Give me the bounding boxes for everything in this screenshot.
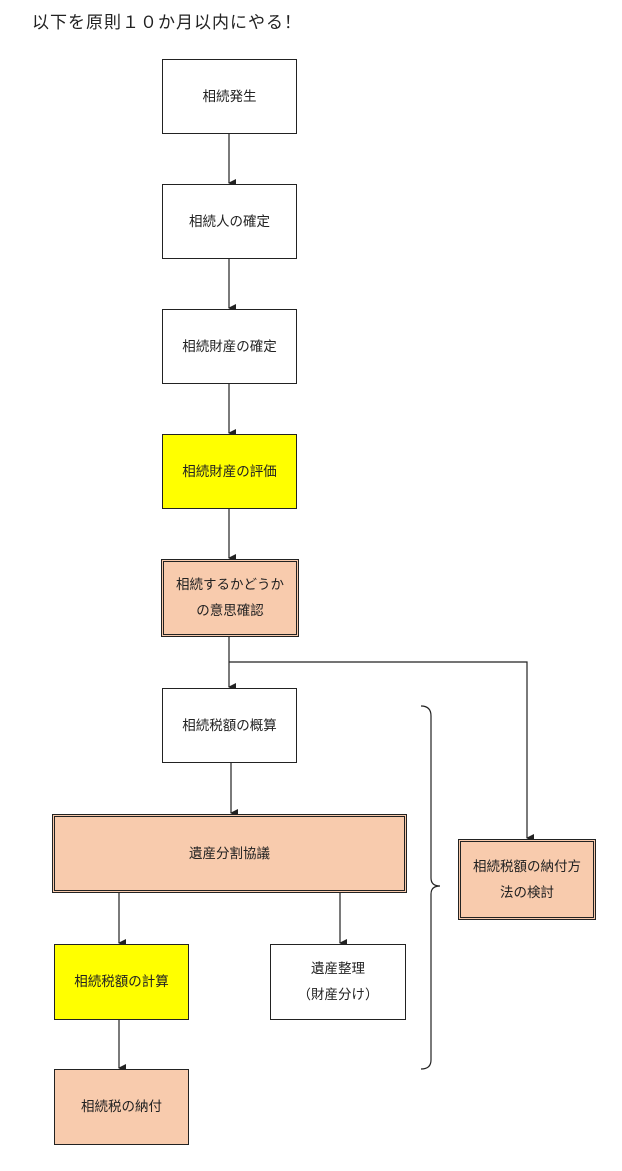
step-estate-sorting: 遺産整理 （財産分け） (270, 944, 406, 1020)
step-label: 相続税額の計算 (74, 974, 169, 990)
step-label-line1: 相続税額の納付方 (473, 858, 581, 875)
step-label: 相続税額の概算 (182, 717, 277, 734)
step-tax-calculation: 相続税額の計算 (54, 944, 189, 1020)
page-title: 以下を原則１０か月以内にやる！ (32, 13, 302, 33)
step-label-line1: 相続するかどうか (176, 577, 284, 593)
step-inheritance-decision: 相続するかどうか の意思確認 (161, 559, 299, 637)
step-label: 相続人の確定 (189, 213, 270, 230)
step-label-line2: 法の検討 (500, 884, 554, 901)
step-estate-division: 遺産分割協議 (52, 814, 407, 893)
step-tax-payment: 相続税の納付 (54, 1069, 189, 1145)
step-label-line2: （財産分け） (297, 987, 379, 1003)
arrow-decision-payment-method (229, 661, 534, 842)
step-label: 相続発生 (202, 88, 257, 105)
step-label-line1: 遺産整理 (311, 961, 365, 977)
step-label: 相続税の納付 (81, 1099, 162, 1115)
step-determine-heirs: 相続人の確定 (162, 184, 297, 259)
step-label: 相続財産の確定 (182, 338, 277, 355)
step-inheritance-occurs: 相続発生 (162, 59, 297, 134)
step-payment-method-review: 相続税額の納付方 法の検討 (458, 839, 596, 920)
grouping-brace (420, 705, 441, 1070)
step-label: 遺産分割協議 (189, 845, 270, 862)
step-tax-estimate: 相続税額の概算 (162, 688, 297, 763)
step-determine-assets: 相続財産の確定 (162, 309, 297, 384)
step-asset-valuation: 相続財産の評価 (162, 434, 297, 509)
step-label-line2: の意思確認 (196, 603, 264, 619)
step-label: 相続財産の評価 (182, 463, 277, 480)
